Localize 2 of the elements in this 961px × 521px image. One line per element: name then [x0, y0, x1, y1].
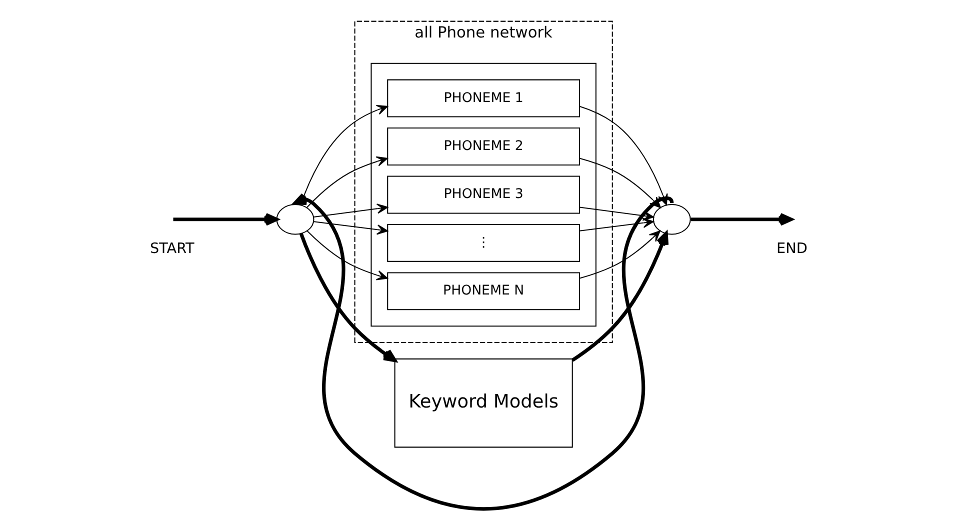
- label: END: [776, 240, 808, 256]
- label: START: [150, 240, 194, 256]
